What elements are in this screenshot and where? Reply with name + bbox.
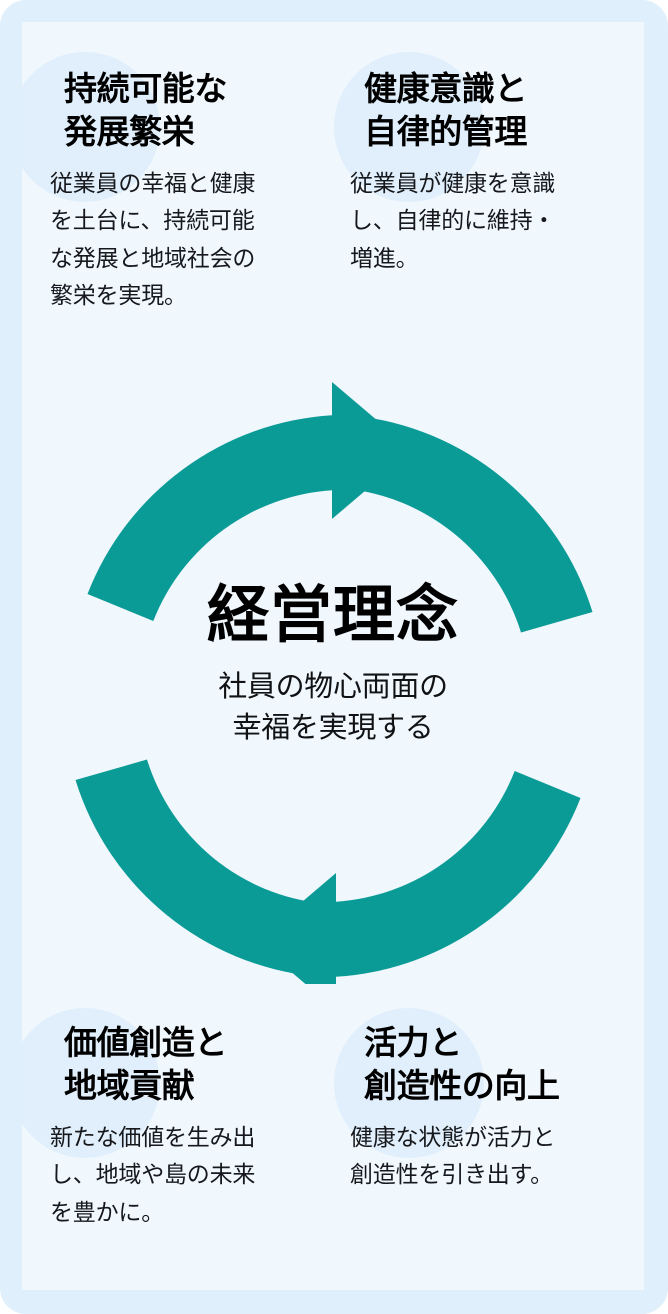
cycle-diagram (22, 344, 644, 984)
quadrant-body-bottom-left: 新たな価値を生み出 し、地域や島の未来 を豊かに。 (50, 1124, 256, 1226)
quadrant-body-top-right: 従業員が健康を意識 し、自律的に維持・ 増進。 (350, 170, 556, 272)
quadrant-title-bottom-left: 価値創造と 地域貢献 (64, 1023, 228, 1105)
quadrant-bottom-right: 活力と 創造性の向上 健康な状態が活力と 創造性を引き出す。 (350, 1022, 632, 1195)
quadrant-title-top-left: 持続可能な 発展繁栄 (64, 69, 228, 151)
quadrant-top-left: 持続可能な 発展繁栄 従業員の幸福と健康 を土台に、持続可能 な発展と地域社会の… (50, 68, 332, 316)
quadrant-bottom-left: 価値創造と 地域貢献 新たな価値を生み出 し、地域や島の未来 を豊かに。 (50, 1022, 332, 1232)
quadrant-body-bottom-right: 健康な状態が活力と 創造性を引き出す。 (350, 1124, 556, 1189)
cycle-arrow-upper (87, 382, 593, 633)
quadrant-top-right: 健康意識と 自律的管理 従業員が健康を意識 し、自律的に維持・ 増進。 (350, 68, 632, 278)
quadrant-title-bottom-right: 活力と 創造性の向上 (364, 1023, 560, 1105)
cycle-arrow-lower (75, 759, 581, 984)
cycle-diagram-svg (75, 382, 593, 984)
quadrant-body-top-left: 従業員の幸福と健康 を土台に、持続可能 な発展と地域社会の 繁栄を実現。 (50, 170, 256, 310)
quadrant-title-top-right: 健康意識と 自律的管理 (364, 69, 528, 151)
philosophy-card: 持続可能な 発展繁栄 従業員の幸福と健康 を土台に、持続可能 な発展と地域社会の… (22, 22, 644, 1290)
